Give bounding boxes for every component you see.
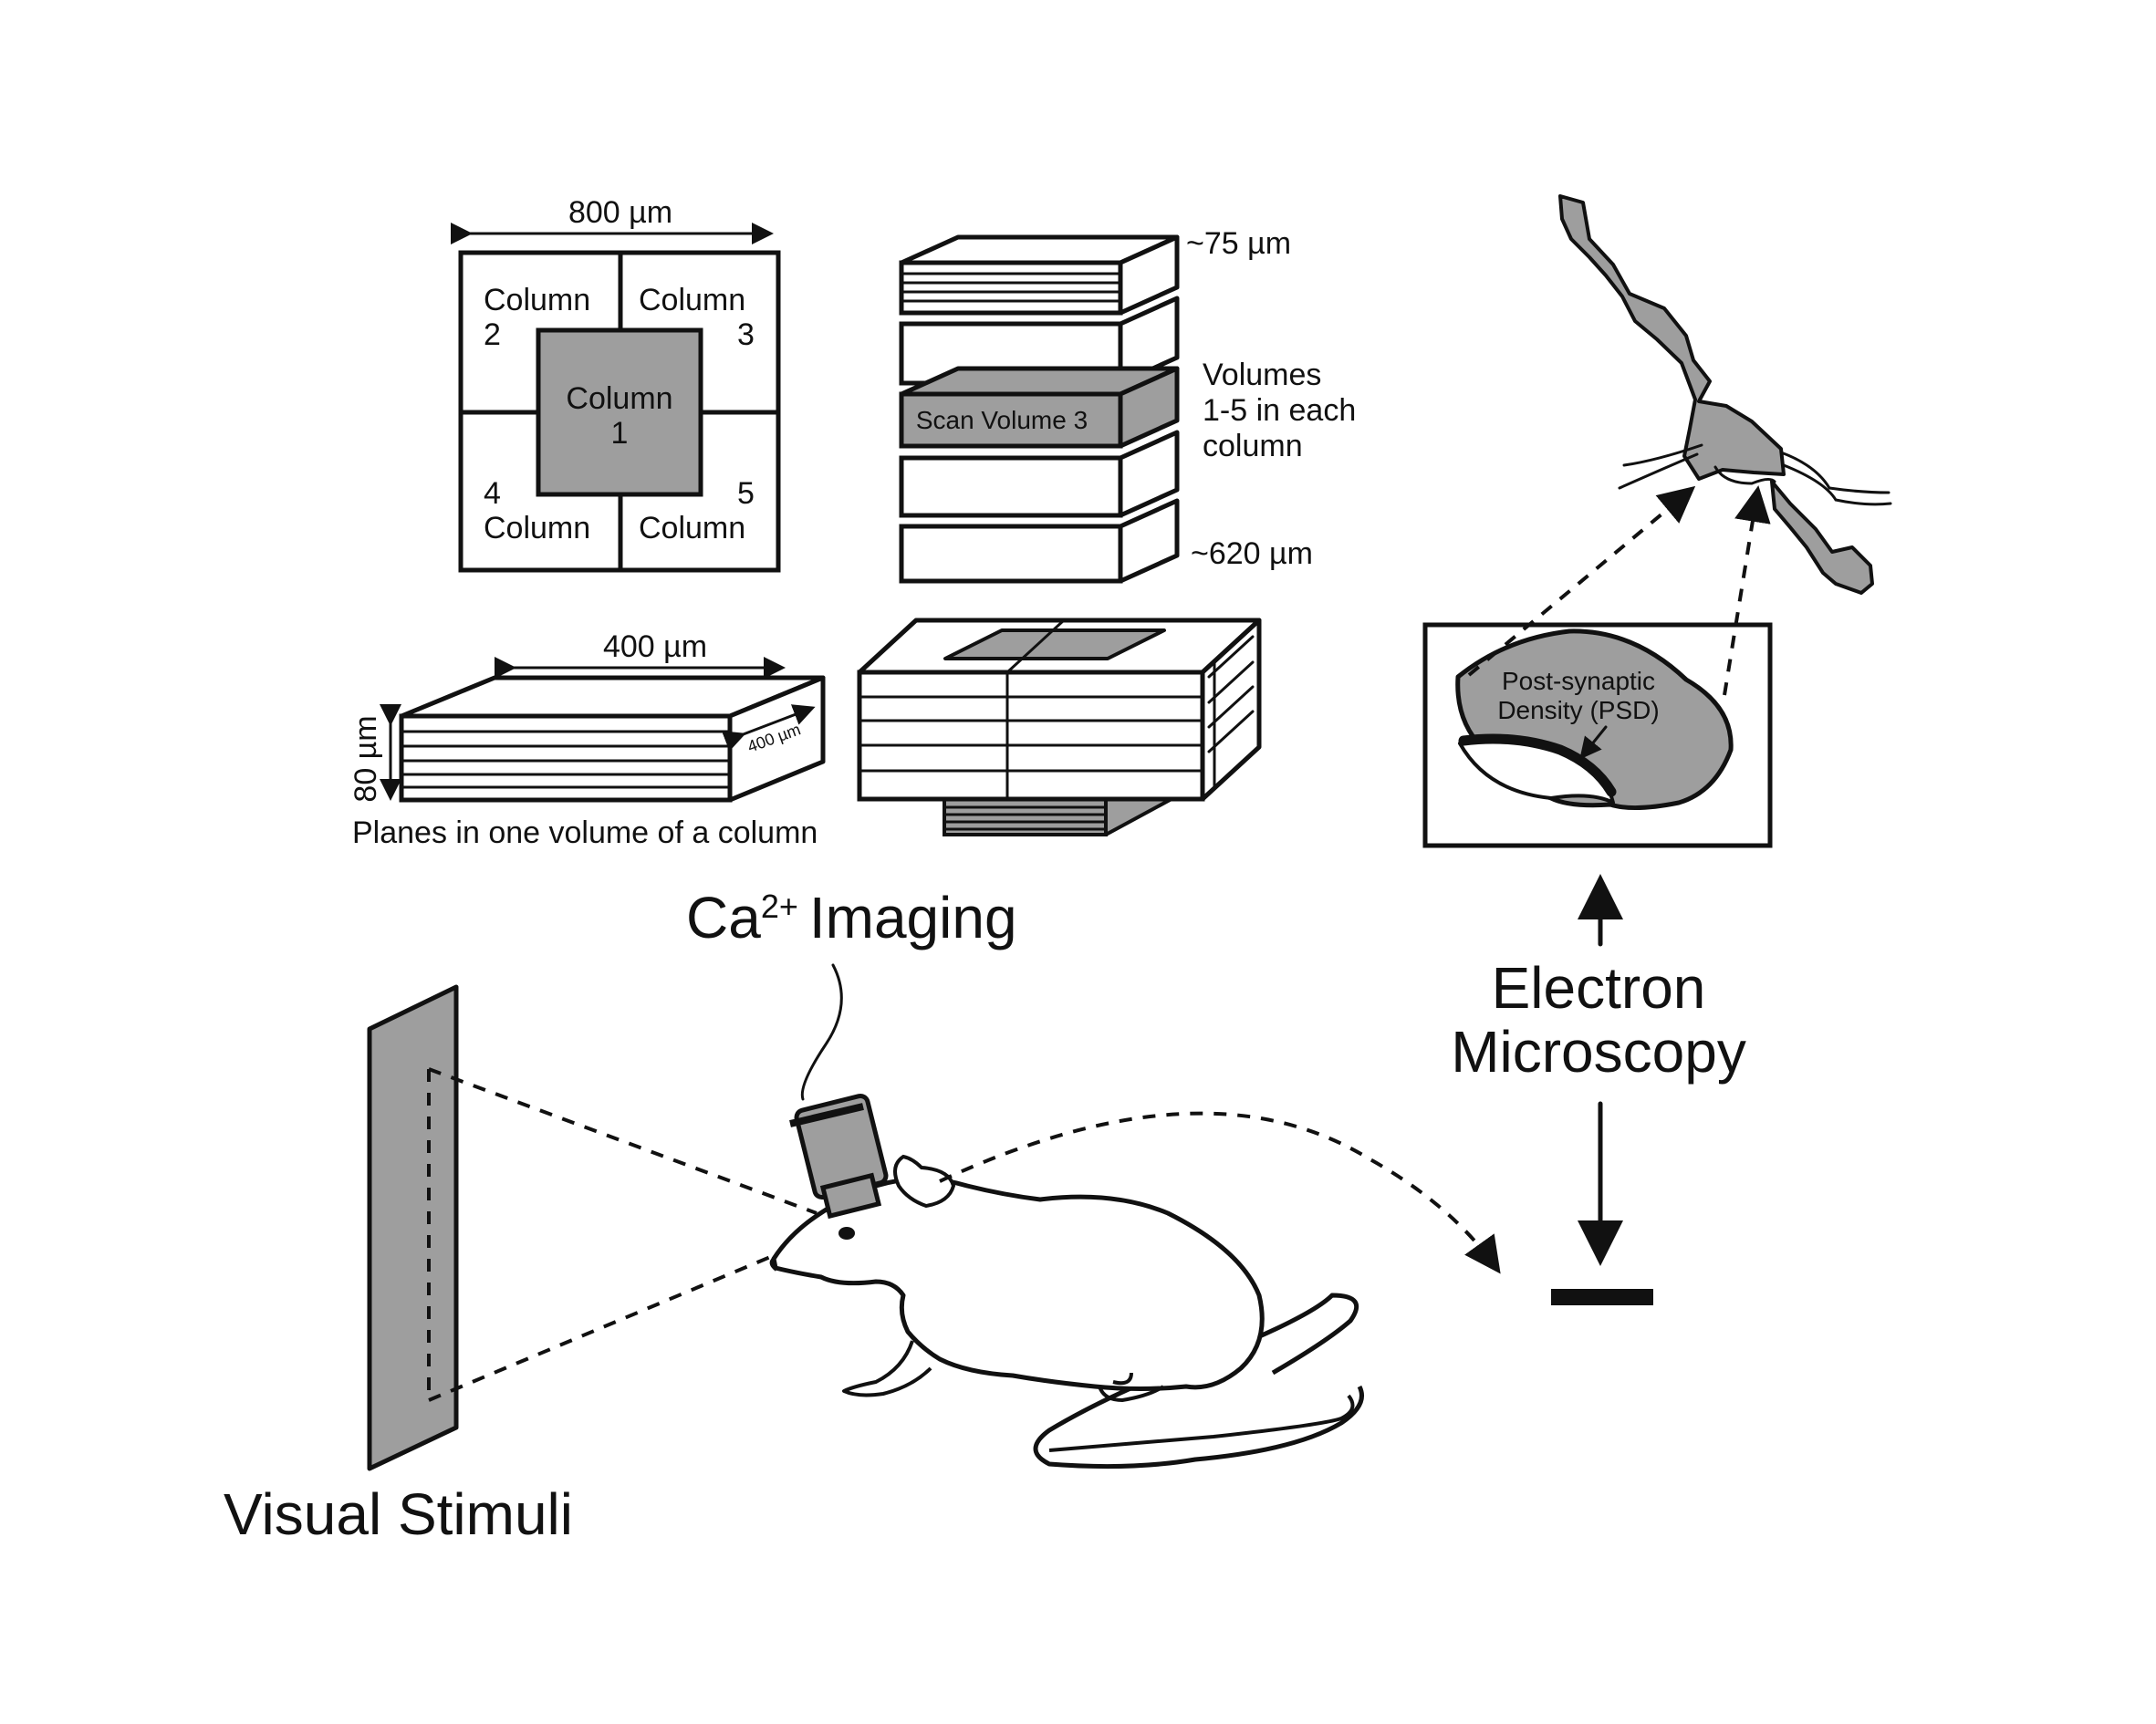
column-2-word: Column	[484, 283, 590, 317]
mouse-tail	[1033, 1293, 1364, 1470]
imaging-prefix: Ca	[686, 885, 761, 950]
volume-stack: Scan Volume 3 ~75 µm ~620 µm Volumes 1-5…	[899, 226, 1356, 584]
mouse-nose	[769, 1257, 778, 1272]
stack-note-line3: column	[1203, 429, 1303, 463]
em-label-line1: Electron	[1492, 955, 1706, 1021]
volume-slab-4	[899, 430, 1180, 518]
visual-stimulus: Visual Stimuli	[224, 984, 818, 1547]
em-flow: Electron Microscopy	[1451, 874, 1746, 1305]
psd-label-line1: Post-synaptic	[1502, 667, 1655, 695]
imaging-suffix: Imaging	[809, 885, 1017, 950]
volume-length-label: 400 µm	[603, 629, 707, 664]
psd-pointer-arrow	[1579, 725, 1608, 760]
mouse	[769, 1154, 1364, 1470]
stack-bottom-label: ~620 µm	[1191, 536, 1313, 571]
mouse-front-leg	[842, 1340, 932, 1397]
imaging-label: Ca2+ Imaging	[686, 885, 1017, 950]
stack-note-line1: Volumes	[1203, 358, 1321, 392]
imaging-superscript: 2+	[761, 888, 798, 925]
ca-imaging-label: Ca2+ Imaging	[686, 885, 1017, 1101]
mouse-eye	[838, 1227, 855, 1240]
column-5-num: 5	[737, 476, 755, 511]
visual-stimuli-label: Visual Stimuli	[224, 1481, 573, 1547]
psd-label-line2: Density (PSD)	[1497, 696, 1659, 724]
sample-transfer-arrow	[939, 1111, 1501, 1274]
em-label-line2: Microscopy	[1451, 1019, 1746, 1085]
em-panel: Post-synaptic Density (PSD)	[1422, 485, 1773, 848]
scan-volume-label: Scan Volume 3	[916, 406, 1088, 434]
mouse-hind-leg	[1098, 1372, 1165, 1403]
volume-slab-1	[899, 234, 1180, 316]
volume-caption: Planes in one volume of a column	[352, 815, 818, 850]
column-1-num: 1	[611, 416, 629, 451]
grid-width-label: 800 µm	[568, 195, 672, 230]
stack-note-line2: 1-5 in each	[1203, 393, 1356, 428]
assembled-block	[857, 618, 1262, 836]
column-4-num: 4	[484, 476, 501, 511]
em-sample-bar	[1551, 1289, 1653, 1305]
column-grid: 800 µm Column 2 Column 3 Column 1 4 Colu…	[451, 195, 781, 573]
column-1-word: Column	[566, 381, 672, 416]
microscope-cable	[800, 963, 843, 1101]
column-1-box	[536, 327, 703, 497]
neuron	[1558, 194, 1892, 595]
microscope-tip	[819, 1172, 882, 1220]
column-3-word: Column	[639, 283, 745, 317]
volume-height-label: 80 µm	[349, 715, 383, 802]
microscope-band	[789, 1103, 864, 1127]
volume-slab-5	[899, 498, 1180, 584]
mouse-tail-inner	[1048, 1394, 1355, 1452]
stack-top-label: ~75 µm	[1186, 226, 1291, 261]
em-link-arrow-left	[1467, 485, 1696, 677]
single-volume: 400 µm 400 µm 80 µm Planes in one volume…	[349, 629, 826, 850]
column-3-num: 3	[737, 317, 755, 352]
mouse-ear	[893, 1154, 956, 1209]
em-link-arrow-right	[1723, 485, 1771, 696]
column-5-word: Column	[639, 511, 745, 545]
volume-slab-3-highlighted: Scan Volume 3	[899, 366, 1180, 449]
column-2-num: 2	[484, 317, 501, 352]
microscope-objective	[789, 1093, 889, 1220]
column-4-word: Column	[484, 511, 590, 545]
mouse-body	[771, 1177, 1265, 1391]
stimulus-screen	[367, 984, 459, 1471]
